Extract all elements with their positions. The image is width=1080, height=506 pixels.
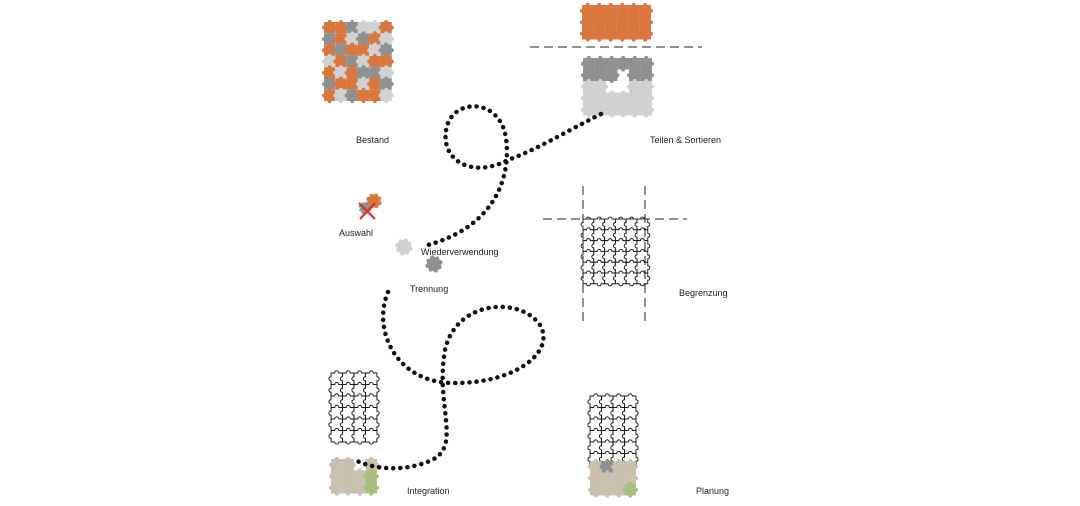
label-integration: Integration (407, 486, 450, 496)
bestand-puzzle-grid (321, 19, 394, 104)
puzzle-piece-icon (363, 479, 380, 496)
puzzle-piece-icon (378, 87, 394, 104)
label-bestand: Bestand (356, 135, 390, 145)
teilen-grey-block (580, 55, 655, 118)
label-trennung: Trennung (410, 284, 449, 294)
dotted-path-lower (352, 289, 546, 471)
cross-mark-icon (358, 202, 376, 220)
teilen-orange-block (579, 2, 654, 42)
begrenzung-outline-grid (580, 216, 651, 287)
puzzle-piece-icon (637, 25, 654, 42)
puzzle-piece-icon (622, 481, 639, 498)
label-begrenzung: Begrenzung (679, 288, 728, 298)
puzzle-piece-icon (393, 236, 415, 258)
auswahl-selection-icon (356, 190, 385, 220)
dotted-path-upper (421, 104, 604, 249)
begrenzung-boundary-lines (543, 186, 687, 326)
label-planung: Planung (696, 486, 730, 496)
integration-puzzle-stack (328, 370, 380, 496)
puzzle-piece-icon (638, 101, 655, 118)
label-wiederverwendung: Wiederverwendung (421, 247, 499, 257)
label-auswahl: Auswahl (339, 228, 374, 238)
label-teilen-sortieren: Teilen & Sortieren (650, 135, 722, 145)
puzzle-piece-icon (603, 67, 620, 84)
planung-puzzle-stack (587, 393, 639, 498)
puzzle-piece-icon (362, 427, 380, 445)
puzzle-piece-icon (634, 270, 651, 287)
